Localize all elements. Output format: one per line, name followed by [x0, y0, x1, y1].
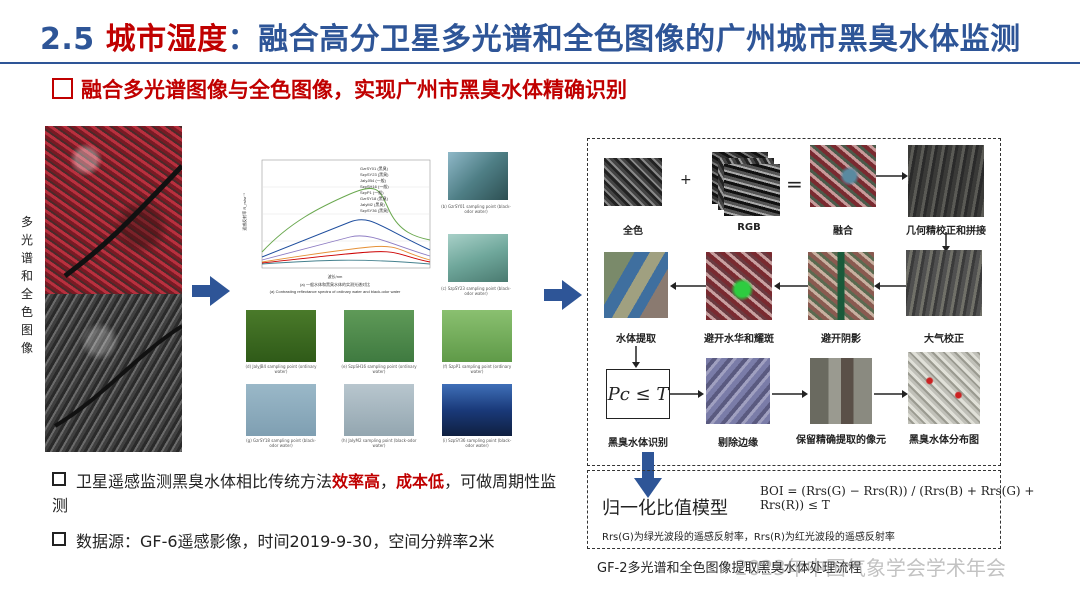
photo-e — [344, 310, 414, 362]
legend-entry: SzpSH16 (一般) — [360, 183, 389, 189]
photo-caption: (c) SzpSY23 sampling point (black-odor w… — [441, 286, 511, 296]
highlight-text: 成本低 — [396, 472, 445, 491]
y-axis-label: 遥感反射率 R_rs/sr⁻¹ — [241, 193, 247, 231]
legend-entry: JaIyM2 (黑臭) — [360, 201, 385, 207]
tile-label: 几何精校正和拼接 — [906, 226, 986, 237]
arrow-down-icon — [942, 232, 950, 252]
panchromatic-image — [45, 294, 182, 452]
plus-sign: + — [680, 172, 692, 188]
rgb-tile-3 — [724, 164, 780, 216]
processing-flow-box — [587, 138, 1001, 466]
mosaic-tile — [908, 145, 984, 217]
boi-label: 归一化比值模型 — [602, 498, 728, 519]
retained-pixels-tile — [810, 358, 872, 424]
photo-h — [344, 384, 414, 436]
chart-caption: (a) Contrasting reflectance spectra of o… — [270, 289, 401, 294]
photo-f — [442, 310, 512, 362]
bloom-glint-tile — [706, 252, 772, 320]
legend-entry: GzrSY01 (黑臭) — [360, 165, 389, 171]
fused-tile — [810, 145, 876, 207]
photo-g — [246, 384, 316, 436]
bullet-data-source: 数据源：GF-6遥感影像，时间2019-9-30，空间分辨率2米 — [52, 530, 572, 554]
photo-c — [448, 234, 508, 282]
photo-caption: (i) SzpSY36 sampling point (black-odor w… — [442, 438, 512, 448]
spectra-chart: GzrSY01 (黑臭) SzpSY23 (黑臭) JaIyJB4 (一般) S… — [241, 159, 431, 294]
photo-i — [442, 384, 512, 436]
right-arrow-icon — [544, 280, 582, 310]
photo-caption: (d) JaIyJB4 sampling point (ordinary wat… — [245, 364, 317, 374]
tile-label: 剔除边缘 — [718, 438, 758, 449]
subtitle-text: 融合多光谱图像与全色图像，实现广州市黑臭水体精确识别 — [81, 78, 627, 102]
edge-removal-tile — [706, 358, 770, 424]
x-axis-label: 波长/nm — [328, 273, 343, 279]
photo-caption: (g) GzrSY18 sampling point (black-odor w… — [246, 438, 316, 448]
title-rest: 融合高分卫星多光谱和全色图像的广州城市黑臭水体监测 — [258, 22, 1021, 57]
flow-caption: GF-2多光谱和全色图像提取黑臭水体处理流程 — [597, 561, 862, 576]
tile-label: RGB — [737, 222, 761, 233]
boi-note: Rrs(G)为绿光波段的遥感反射率，Rrs(R)为红光波段的遥感反射率 — [602, 532, 895, 543]
photo-caption: (h) JaIyM2 sampling point (black-odor wa… — [341, 438, 417, 448]
legend-entry: JaIyJB4 (一般) — [360, 177, 387, 183]
tile-label: 避开阴影 — [821, 334, 861, 345]
page-title: 2.5 城市湿度：融合高分卫星多光谱和全色图像的广州城市黑臭水体监测 — [40, 14, 1021, 58]
multispectral-image — [45, 126, 182, 294]
boi-model-box — [587, 470, 1001, 549]
legend-entry: SzpSY36 (黑臭) — [360, 207, 389, 213]
tile-label: 大气校正 — [924, 334, 964, 345]
tile-label: 黑臭水体分布图 — [909, 435, 979, 446]
bullet-efficiency: 卫星遥感监测黑臭水体相比传统方法效率高，成本低，可做周期性监测 — [52, 470, 572, 518]
arrow-left-icon — [774, 282, 808, 290]
river-overlay — [53, 164, 182, 428]
photo-b — [448, 152, 508, 200]
water-extraction-tile — [604, 252, 668, 318]
arrow-right-icon — [874, 390, 908, 398]
arrow-right-icon — [670, 390, 704, 398]
down-arrow-icon — [634, 452, 662, 498]
vertical-label: 多光谱和全色图像 — [20, 215, 33, 355]
equals-sign: = — [786, 172, 803, 196]
title-colon: ： — [227, 22, 259, 57]
bullet-square-icon — [52, 532, 66, 546]
tile-label: 水体提取 — [616, 334, 656, 345]
highlight-text: 效率高 — [332, 472, 381, 491]
shadow-tile — [808, 252, 874, 320]
subtitle: 融合多光谱图像与全色图像，实现广州市黑臭水体精确识别 — [52, 74, 627, 104]
arrow-left-icon — [670, 282, 706, 290]
photo-d — [246, 310, 316, 362]
right-arrow-icon — [192, 276, 230, 306]
legend-entry: SzpSY23 (黑臭) — [360, 171, 389, 177]
bullet-text: ，可做周期性监测 — [52, 472, 557, 515]
photo-caption: (f) SzpP1 sampling point (ordinary water… — [442, 364, 512, 374]
photo-caption: (e) SzpSH16 sampling point (ordinary wat… — [341, 364, 417, 374]
tile-label: 避开水华和耀斑 — [704, 334, 774, 345]
legend-entry: SzpP1 (一般) — [360, 189, 384, 195]
bullet-text: 卫星遥感监测黑臭水体相比传统方法 — [76, 472, 333, 491]
bullet-text: 数据源：GF-6遥感影像，时间2019-9-30，空间分辨率2米 — [76, 532, 495, 551]
section-number: 2.5 — [40, 22, 95, 57]
threshold-formula: Pc ≤ T — [606, 369, 670, 419]
legend-entry: GzrSY18 (黑臭) — [360, 195, 389, 201]
arrow-down-icon — [632, 346, 640, 368]
arrow-right-icon — [772, 390, 808, 398]
spectra-figure: GzrSY01 (黑臭) SzpSY23 (黑臭) JaIyJB4 (一般) S… — [240, 152, 520, 457]
distribution-map-tile — [908, 352, 980, 424]
bullet-text: ， — [380, 472, 397, 491]
tile-label: 融合 — [833, 226, 853, 237]
atmospheric-tile — [906, 250, 982, 316]
tile-label: 黑臭水体识别 — [608, 438, 668, 449]
panchromatic-tile — [604, 158, 662, 206]
arrow-right-icon — [876, 172, 908, 180]
photo-caption: (b) GzrSY01 sampling point (black-odor w… — [441, 204, 511, 214]
title-rule — [0, 62, 1080, 64]
arrow-left-icon — [874, 282, 906, 290]
watermark: 2023年中国气象学会学术年会 — [735, 556, 1006, 580]
tile-label: 全色 — [623, 226, 643, 237]
checkbox-icon — [52, 78, 73, 99]
bullet-square-icon — [52, 472, 66, 486]
boi-formula: BOI = (Rrs(G) − Rrs(R)) / (Rrs(B) + Rrs(… — [760, 484, 1035, 512]
chart-caption-cn: (a) 一般水体和黑臭水体的实测光谱对比 — [300, 281, 370, 287]
section-topic: 城市湿度 — [105, 22, 228, 57]
tile-label: 保留精确提取的像元 — [796, 435, 886, 446]
